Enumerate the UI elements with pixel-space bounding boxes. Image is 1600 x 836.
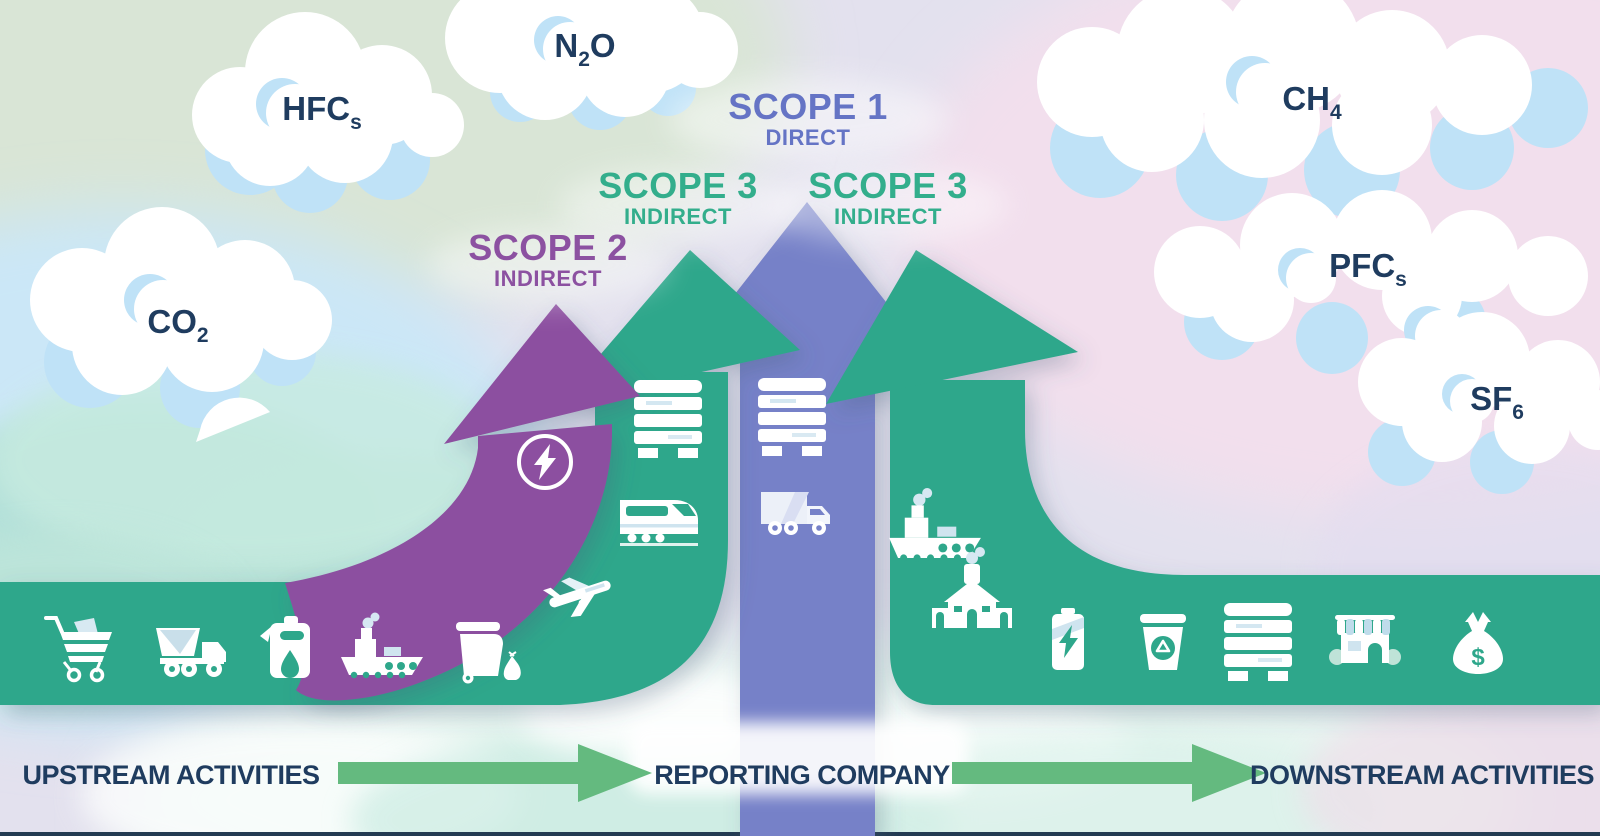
flow-arrow-right bbox=[952, 744, 1266, 802]
store-icon bbox=[1329, 615, 1401, 665]
waste-bin-icon bbox=[456, 622, 521, 684]
cloud-ch4 bbox=[1037, 0, 1588, 221]
gas-labels: HFCs N2O CO2 CH4 PFCs SF6 bbox=[147, 27, 1524, 424]
scope3-right-subtitle: INDIRECT bbox=[834, 204, 942, 229]
cloud-n2o bbox=[445, 0, 738, 130]
factory-house-icon bbox=[932, 547, 1012, 628]
flow-arrow-left bbox=[338, 744, 652, 802]
reporting-company-label: REPORTING COMPANY bbox=[654, 760, 950, 790]
gas-label-sf6: SF6 bbox=[1470, 380, 1524, 424]
gas-label-n2o: N2O bbox=[554, 27, 615, 71]
scope1-subtitle: DIRECT bbox=[766, 125, 851, 150]
airplane-icon bbox=[543, 577, 611, 618]
company-label-backdrop bbox=[628, 722, 968, 794]
delivery-truck-icon bbox=[761, 492, 830, 535]
scope2-title: SCOPE 2 bbox=[468, 227, 628, 268]
money-bag-icon: $ bbox=[1453, 612, 1503, 674]
scope-labels: SCOPE 1 DIRECT SCOPE 3 INDIRECT SCOPE 3 … bbox=[428, 78, 1008, 303]
scope3-right-title: SCOPE 3 bbox=[808, 165, 968, 206]
dump-truck-icon bbox=[156, 628, 226, 677]
scope3-left-icons bbox=[620, 380, 702, 546]
scope1-title: SCOPE 1 bbox=[728, 86, 888, 127]
scope2-subtitle: INDIRECT bbox=[494, 266, 602, 291]
gas-label-pfcs: PFCs bbox=[1329, 247, 1407, 291]
gas-label-hfcs: HFCs bbox=[282, 90, 362, 134]
scope3-right-icons bbox=[889, 488, 1012, 628]
scope3-left-arrow bbox=[0, 250, 800, 705]
gas-label-ch4: CH4 bbox=[1282, 80, 1342, 124]
recycle-bin-icon bbox=[1140, 614, 1186, 670]
scope2-icons bbox=[517, 434, 573, 490]
downstream-activities-label: DOWNSTREAM ACTIVITIES bbox=[1250, 760, 1594, 790]
cloud-sf6 bbox=[1358, 312, 1600, 494]
flow-row: UPSTREAM ACTIVITIES REPORTING COMPANY DO… bbox=[22, 744, 1595, 802]
gas-label-co2: CO2 bbox=[147, 303, 208, 347]
electricity-bolt-icon bbox=[517, 434, 573, 490]
battery-icon bbox=[1052, 608, 1084, 670]
scope1-icons bbox=[758, 378, 830, 535]
downstream-icons: $ bbox=[1052, 603, 1503, 681]
scope3-left-subtitle: INDIRECT bbox=[624, 204, 732, 229]
gas-clouds bbox=[30, 0, 1600, 494]
fuel-can-icon bbox=[260, 616, 310, 678]
dollar-symbol: $ bbox=[1471, 644, 1485, 671]
upstream-activities-label: UPSTREAM ACTIVITIES bbox=[22, 760, 319, 790]
upstream-icons bbox=[44, 577, 611, 684]
scope3-left-title: SCOPE 3 bbox=[598, 165, 758, 206]
shopping-cart-icon bbox=[44, 616, 112, 683]
cloud-hfcs bbox=[192, 12, 464, 213]
cloud-co2 bbox=[30, 207, 332, 442]
train-icon bbox=[620, 500, 698, 546]
